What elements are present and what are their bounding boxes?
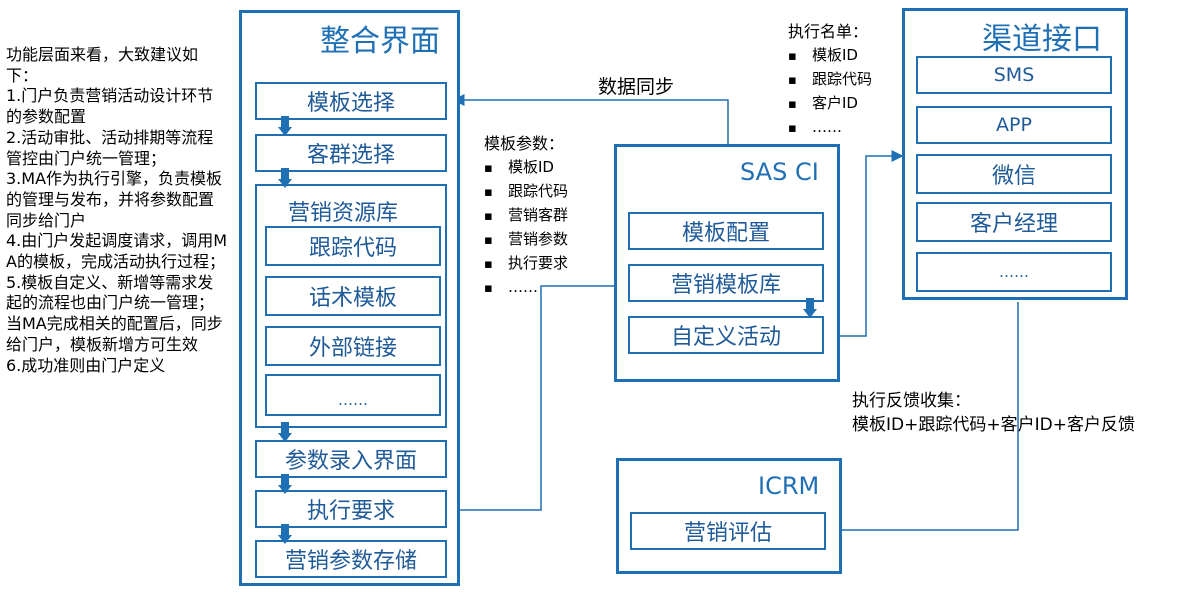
- param-entry-box: 参数录入界面: [255, 440, 447, 478]
- template-params-title: 模板参数：: [484, 134, 565, 153]
- note-line: 4.由门户发起调度请求，调用MA的模板，完成活动执行过程；: [6, 231, 228, 272]
- resource-item-external-link: 外部链接: [265, 326, 441, 366]
- icrm-title: ICRM: [758, 472, 820, 500]
- channel-item-wechat: 微信: [916, 154, 1112, 194]
- template-select-box: 模板选择: [255, 82, 447, 120]
- down-arrow-icon: [278, 422, 292, 442]
- evaluation-box: 营销评估: [630, 512, 826, 550]
- param-storage-box: 营销参数存储: [255, 540, 447, 578]
- resource-item-script-template: 话术模板: [265, 276, 441, 316]
- exec-list-title: 执行名单：: [788, 22, 869, 41]
- list-item: 营销参数: [484, 228, 568, 252]
- note-line: 功能层面来看，大致建议如下：: [6, 45, 199, 85]
- resource-item-more: ……: [265, 374, 441, 416]
- list-item: ……: [484, 276, 568, 300]
- list-item: 跟踪代码: [788, 68, 872, 92]
- down-arrow-icon: [278, 474, 292, 494]
- resource-lib-title: 营销资源库: [288, 201, 399, 226]
- channel-title: 渠道接口: [982, 22, 1102, 57]
- feedback-detail: 模板ID+跟踪代码+客户ID+客户反馈: [852, 415, 1135, 435]
- customer-select-box: 客群选择: [255, 134, 447, 172]
- integration-title: 整合界面: [320, 24, 440, 59]
- exec-list: 模板ID 跟踪代码 客户ID ……: [788, 44, 872, 140]
- note-line: 6.成功准则由门户定义: [6, 355, 166, 375]
- exec-to-template-lib-line: [451, 280, 628, 511]
- down-arrow-icon: [803, 298, 817, 318]
- list-item: 跟踪代码: [484, 180, 568, 204]
- resource-item-tracking-code: 跟踪代码: [265, 226, 441, 266]
- template-config-box: 模板配置: [628, 212, 824, 250]
- note-line: 5.模板自定义、新增等需求发起的流程也由门户统一管理；当MA完成相关的配置后，同…: [6, 272, 223, 354]
- list-item: 模板ID: [484, 156, 568, 180]
- note-line: 3.MA作为执行引擎，负责模板的管理与发布，并将参数配置同步给门户: [6, 169, 223, 230]
- exec-requirement-box: 执行要求: [255, 490, 447, 528]
- down-arrow-icon: [278, 116, 292, 136]
- channel-item-more: ……: [916, 252, 1112, 292]
- down-arrow-icon: [278, 168, 292, 188]
- channel-to-evaluation-line: [828, 302, 1019, 536]
- data-sync-label: 数据同步: [598, 76, 675, 98]
- template-params-list: 模板ID 跟踪代码 营销客群 营销参数 执行要求 ……: [484, 156, 568, 300]
- custom-activity-box: 自定义活动: [628, 316, 824, 354]
- sasci-title: SAS CI: [740, 158, 819, 186]
- list-item: 客户ID: [788, 92, 872, 116]
- template-lib-box: 营销模板库: [628, 264, 824, 302]
- activity-to-channel-line: [828, 150, 904, 337]
- list-item: 营销客群: [484, 204, 568, 228]
- channel-item-account-manager: 客户经理: [916, 202, 1112, 242]
- note-line: 1.门户负责营销活动设计环节的参数配置: [6, 86, 214, 127]
- list-item: 执行要求: [484, 252, 568, 276]
- channel-item-app: APP: [916, 106, 1112, 144]
- list-item: ……: [788, 116, 872, 140]
- list-item: 模板ID: [788, 44, 872, 68]
- channel-item-sms: SMS: [916, 56, 1112, 94]
- feedback-title: 执行反馈收集：: [852, 391, 971, 411]
- down-arrow-icon: [278, 524, 292, 544]
- note-line: 2.活动审批、活动排期等流程管控由门户统一管理；: [6, 127, 214, 168]
